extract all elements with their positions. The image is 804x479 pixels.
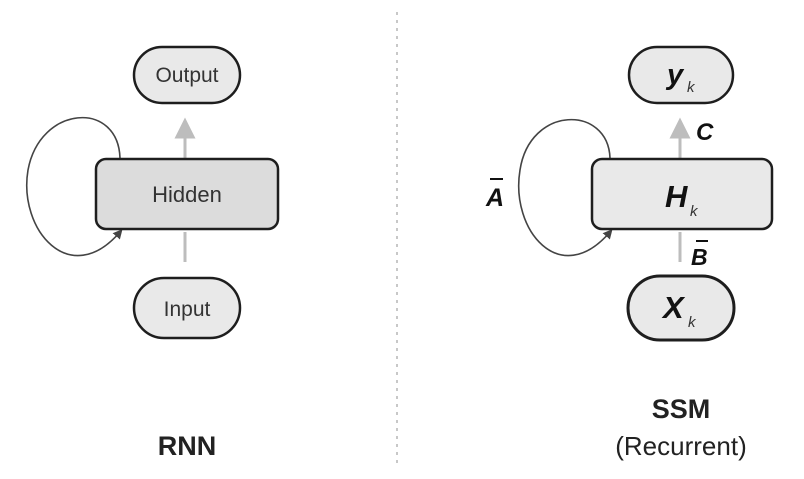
rnn-output-node [132,45,242,105]
ssm-output-sub: k [687,79,696,96]
ssm-diagram: A C B y k H k X k SSM (Recurrent) [485,45,774,461]
ssm-output-node [627,45,735,105]
ssm-input-sub: k [688,314,697,331]
ssm-b-bar-label: B [691,240,708,270]
ssm-b-label: B [691,244,708,270]
rnn-hidden-node [94,157,280,231]
ssm-a-label: A [485,184,504,212]
rnn-hidden-label: Hidden [152,182,222,207]
rnn-input-node [132,276,242,340]
ssm-subtitle: (Recurrent) [615,431,746,461]
ssm-input-node [626,274,736,342]
ssm-c-label: C [696,119,714,146]
ssm-output-symbol: y [665,59,685,91]
rnn-title: RNN [158,431,217,461]
rnn-input-label: Input [164,298,211,321]
ssm-title: SSM [652,394,711,424]
ssm-hidden-symbol: H [665,179,688,214]
ssm-hidden-node [590,157,774,231]
ssm-input-symbol: X [661,290,686,325]
rnn-output-label: Output [155,64,218,87]
ssm-a-bar-label: A [485,178,504,212]
ssm-hidden-sub: k [690,203,699,220]
rnn-diagram: Output Hidden Input RNN [26,45,280,461]
rnn-recurrent-loop [26,116,123,257]
ssm-recurrent-loop [517,118,613,257]
